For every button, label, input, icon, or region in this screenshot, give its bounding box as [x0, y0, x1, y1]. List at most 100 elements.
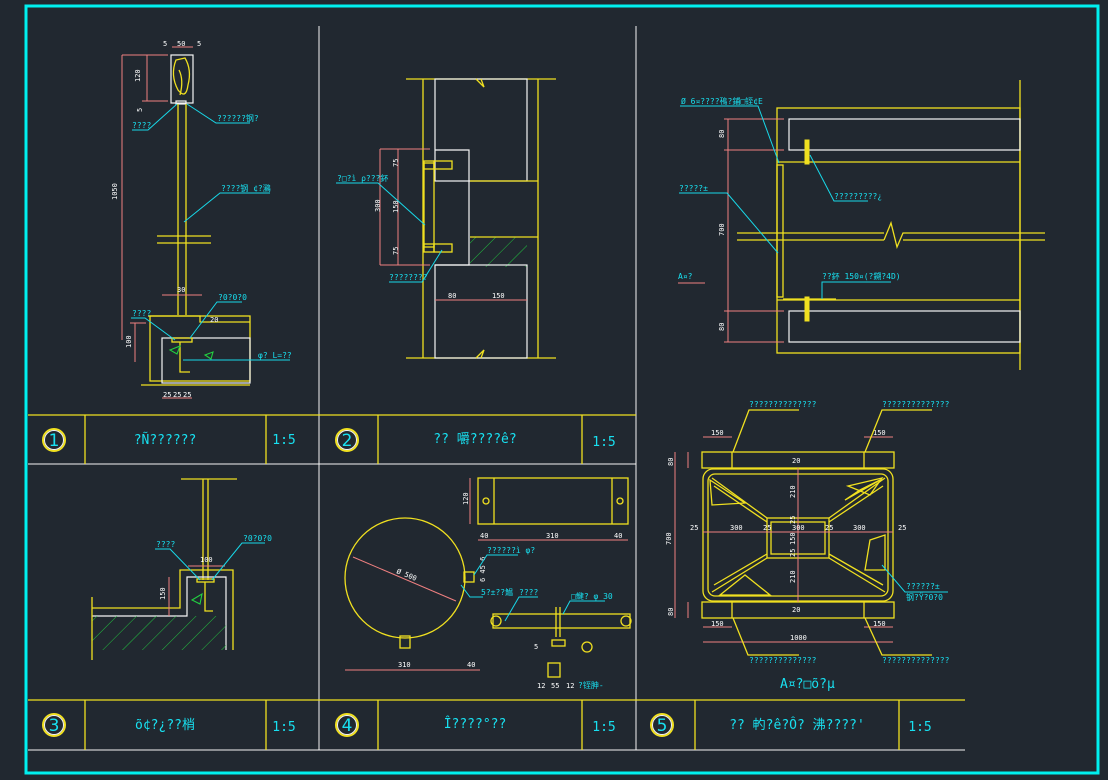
- label: ?0?0?0: [218, 293, 247, 302]
- title-block-5: 5 ?? 畃?ê?Ô? 沸????' 1:5: [650, 713, 932, 737]
- dim: 5: [197, 40, 201, 48]
- detail-2-wall-joint: 300 75 150 75 80 150 ?□?ì ρ???鈈 ????????: [336, 78, 556, 359]
- section-marker: A¤?: [678, 272, 693, 281]
- dim: 100: [200, 556, 213, 564]
- detail-title: ?Ñ??????: [134, 432, 197, 448]
- label: 钢?Ÿ?0?0: [906, 592, 943, 602]
- detail-4-ring-clamp: 120 40 310 40 Ø 500 310 40 12 55 12 5 6 …: [344, 477, 632, 690]
- dim: 5: [136, 108, 144, 112]
- dim: 6 45 6: [479, 557, 487, 582]
- detail-scale: 1:5: [272, 433, 295, 448]
- dim: 700: [718, 223, 726, 236]
- dim: 150: [789, 532, 797, 545]
- dim: 25: [789, 516, 797, 524]
- detail-title: Î????°??: [444, 716, 507, 732]
- dim: 80: [448, 292, 456, 300]
- dim: 40: [614, 532, 622, 540]
- dim: 100: [125, 335, 133, 348]
- label: □鰎? φ 30: [571, 591, 613, 601]
- dim: 25: [163, 391, 171, 399]
- detail-scale: 1:5: [272, 720, 295, 735]
- dim: 300: [374, 199, 382, 212]
- detail-number: 2: [342, 431, 353, 451]
- detail-scale: 1:5: [592, 720, 615, 735]
- title-block-4: 4 Î????°?? 1:5: [335, 713, 616, 737]
- detail-3-base-joint: 100 150 ???? ?0?0?0: [91, 478, 272, 660]
- dim: 20: [792, 606, 800, 614]
- dim: 80: [667, 458, 675, 466]
- label: Ø 6¤????鴀?鋪□铚¢E: [681, 96, 763, 106]
- dim: 25: [690, 524, 698, 532]
- dim: 80: [718, 130, 726, 138]
- label: ?0?0?0: [243, 534, 272, 543]
- dim: 75: [392, 247, 400, 255]
- dim: 150: [873, 429, 886, 437]
- title-block-2: 2 ?? 嚼????ê? 1:5: [335, 428, 616, 452]
- label: ??鈈 150¤(?鎙?4D): [822, 271, 901, 281]
- label: ?????±: [679, 184, 708, 193]
- label: φ? L=??: [258, 351, 292, 360]
- label: ????: [132, 309, 151, 318]
- dim: 310: [398, 661, 411, 669]
- detail-1-handrail: 5 50 5 120 5 1050 30 20 100 25 25 25 ???…: [111, 40, 292, 399]
- dim: 300: [730, 524, 743, 532]
- dim: 25: [183, 391, 191, 399]
- dim: 20: [792, 457, 800, 465]
- dim: 300: [853, 524, 866, 532]
- diameter: Ø 500: [395, 567, 418, 582]
- dim: 1000: [790, 634, 807, 642]
- label: ??????????????: [749, 656, 817, 665]
- detail-title: ?? 畃?ê?Ô? 沸????': [729, 717, 865, 733]
- dim: 150: [159, 587, 167, 600]
- label: ????钢 ¢?鸂: [221, 183, 271, 193]
- detail-number: 1: [49, 431, 60, 451]
- dim: 25: [825, 524, 833, 532]
- dim: 40: [480, 532, 488, 540]
- dim: 300: [792, 524, 805, 532]
- label: ??????±: [906, 582, 940, 591]
- dim: 310: [546, 532, 559, 540]
- label: ??????ì φ?: [487, 546, 535, 555]
- dim: 1050: [111, 183, 119, 200]
- detail-5-frame-elevation: 150 150 80 20 700 210 25 150 25 210 20 8…: [665, 400, 950, 692]
- dim: 30: [177, 286, 185, 294]
- dim: 75: [392, 159, 400, 167]
- detail-wall-section: 80 700 80 Ø 6¤????鴀?鋪□铚¢E ?????± ???????…: [678, 80, 1045, 370]
- dim: 25: [763, 524, 771, 532]
- label: ?????????¿: [834, 192, 882, 201]
- dim: 12: [537, 682, 545, 690]
- dim: 40: [467, 661, 475, 669]
- label: ????: [132, 121, 151, 130]
- caption: A¤?□õ?µ: [780, 677, 835, 692]
- dim: 150: [492, 292, 505, 300]
- detail-number: 5: [657, 716, 668, 736]
- detail-title: ?? 嚼????ê?: [433, 432, 516, 447]
- dim: 150: [711, 620, 724, 628]
- dim: 55: [551, 682, 559, 690]
- title-block-1: 1 ?Ñ?????? 1:5: [42, 428, 296, 452]
- dim: 25: [789, 549, 797, 557]
- dim: 150: [392, 200, 400, 213]
- dim: 25: [898, 524, 906, 532]
- label: ??????????????: [882, 656, 950, 665]
- dim: 150: [873, 620, 886, 628]
- label: ????: [156, 540, 175, 549]
- detail-number: 3: [49, 716, 60, 736]
- dim: 150: [711, 429, 724, 437]
- dim: 12: [566, 682, 574, 690]
- detail-title: õ¢?¿??梢: [135, 718, 195, 733]
- dim: 80: [667, 608, 675, 616]
- detail-scale: 1:5: [592, 435, 615, 450]
- dim: 25: [173, 391, 181, 399]
- dim: 5: [163, 40, 167, 48]
- detail-number: 4: [342, 716, 353, 736]
- dim: 20: [210, 316, 218, 324]
- dim: 700: [665, 532, 673, 545]
- dim: 210: [789, 570, 797, 583]
- label: ??????钢?: [217, 113, 259, 123]
- detail-scale: 1:5: [908, 720, 931, 735]
- dim: 50: [177, 40, 185, 48]
- label: ????????: [389, 273, 428, 282]
- title-block-3: 3 õ¢?¿??梢 1:5: [42, 713, 296, 737]
